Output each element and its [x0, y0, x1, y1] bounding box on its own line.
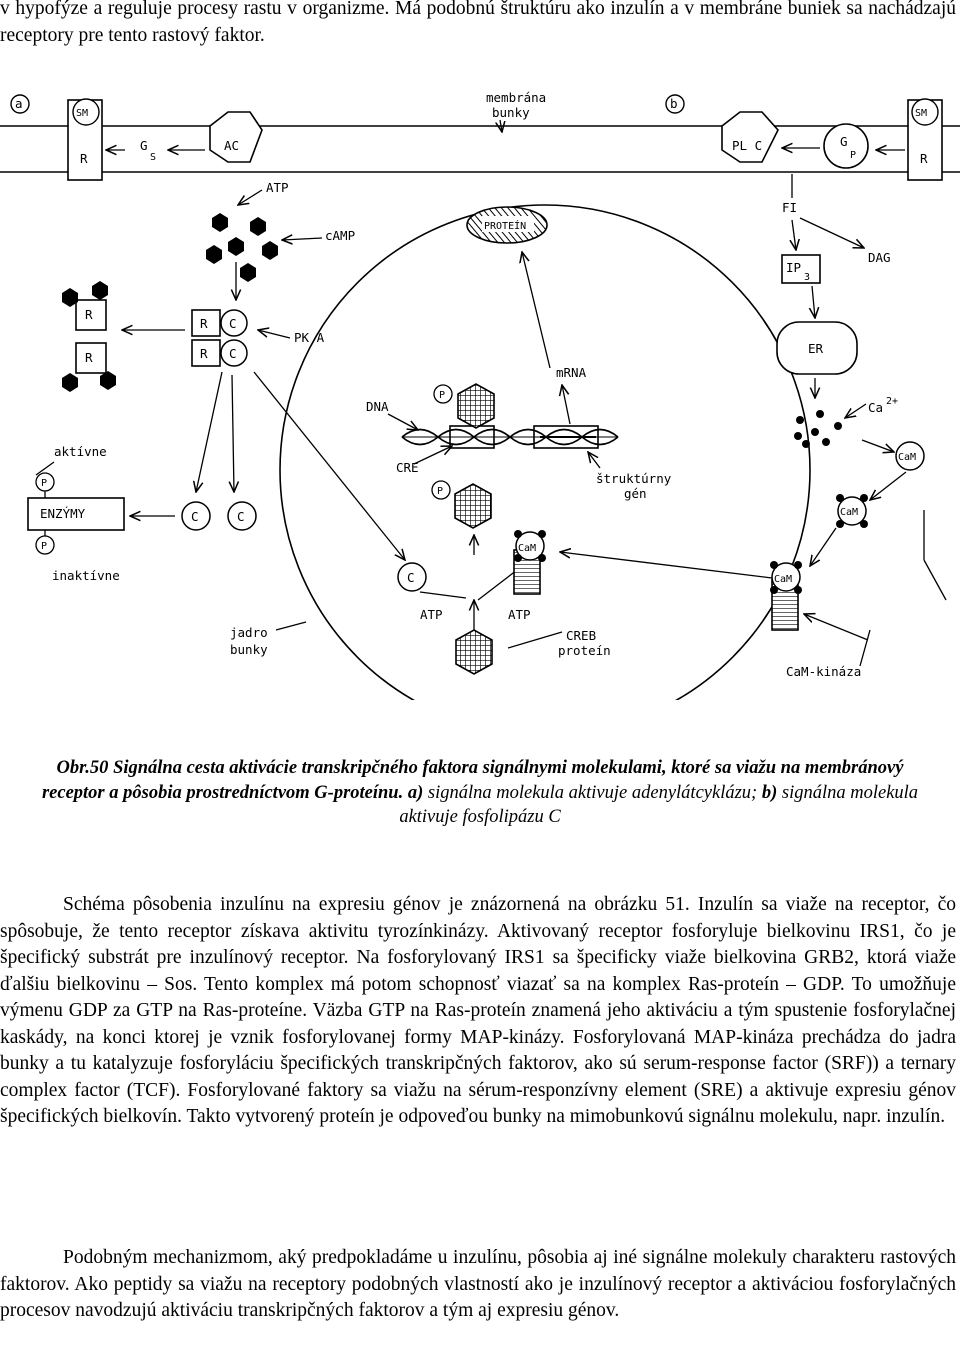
caption-b-label: b): [761, 782, 778, 803]
creb-phosphorylated: P: [431, 480, 492, 529]
svg-text:C: C: [191, 509, 199, 524]
svg-text:R: R: [85, 307, 93, 322]
svg-text:P: P: [439, 390, 445, 401]
svg-text:G: G: [840, 134, 848, 149]
catalytic-subunit-nucleus: C: [397, 562, 427, 592]
creb-protein-unphosphorylated: [455, 629, 493, 675]
label-b-circle: b: [665, 94, 685, 114]
figure-label: Obr.50: [56, 758, 109, 778]
dag-label: DAG: [868, 250, 891, 265]
structural-gene-label: štruktúrny: [596, 471, 672, 486]
svg-text:C: C: [229, 346, 237, 361]
inactive-label: inaktívne: [52, 568, 120, 583]
svg-text:R: R: [80, 151, 88, 166]
caption-a-text: signálna molekula aktivuje adenylátcyklá…: [423, 782, 762, 803]
svg-text:PL C: PL C: [732, 138, 762, 153]
signaling-pathway-diagram: a b SM R G S AC membrána bunky PL C G P …: [0, 90, 960, 700]
atp-label-right: ATP: [508, 607, 531, 622]
endoplasmic-reticulum: ER: [776, 321, 858, 375]
caption-a-label: a): [407, 782, 424, 803]
svg-text:C: C: [229, 316, 237, 331]
calcium-ions: [794, 410, 842, 448]
enzymes-block: P ENZÝMY P: [27, 472, 125, 555]
svg-text:S: S: [150, 152, 156, 163]
nucleus-label-2: bunky: [230, 642, 268, 657]
svg-text:2+: 2+: [886, 396, 898, 407]
svg-text:G: G: [140, 138, 148, 153]
ca-label: Ca: [868, 400, 883, 415]
svg-text:IP: IP: [786, 260, 801, 275]
svg-text:R: R: [85, 350, 93, 365]
caption-b-text: signálna molekula aktivuje fosfolipázu C: [399, 782, 919, 828]
camp-molecules: [206, 213, 278, 282]
g-protein-s: G S: [140, 138, 156, 163]
creb-protein-label: CREB: [566, 628, 596, 643]
structural-gene-label-2: gén: [624, 486, 647, 501]
pka-label: PK A: [294, 330, 325, 345]
svg-text:CaM: CaM: [774, 574, 792, 585]
svg-text:R: R: [200, 346, 208, 361]
g-protein-p: G P: [823, 123, 869, 169]
svg-text:b: b: [670, 96, 678, 111]
svg-text:ER: ER: [808, 341, 824, 356]
svg-text:R: R: [200, 316, 208, 331]
dna-helix: [401, 425, 619, 449]
phospholipase-c: PL C: [721, 111, 779, 163]
svg-text:AC: AC: [224, 138, 239, 153]
cre-label: CRE: [396, 460, 419, 475]
svg-text:3: 3: [804, 272, 810, 283]
adenylate-cyclase: AC: [209, 111, 263, 163]
body-paragraph-2: Podobným mechanizmom, aký predpokladáme …: [0, 1247, 956, 1321]
regulatory-subunit-2: R: [62, 342, 116, 392]
membrane-label: membrána: [486, 90, 546, 105]
creb-phosphorylated-on-dna: P: [433, 383, 495, 429]
figure-title: Signálna cesta aktivácie transkripčného …: [41, 758, 904, 803]
svg-text:CaM: CaM: [840, 507, 858, 518]
fi-label: FI: [782, 200, 797, 215]
svg-text:P: P: [437, 486, 443, 497]
svg-text:PROTEÍN: PROTEÍN: [484, 219, 526, 232]
svg-text:C: C: [237, 509, 245, 524]
creb-protein-label-2: proteín: [558, 643, 611, 658]
calmodulin: CaM: [895, 441, 925, 471]
svg-text:P: P: [850, 150, 856, 161]
pka-holoenzyme: R C R C: [191, 309, 248, 367]
cam-kinase-nucleus: CaM: [513, 530, 546, 595]
svg-text:P: P: [41, 478, 47, 489]
camp-label: cAMP: [325, 228, 355, 243]
receptor-left: SM R: [67, 98, 103, 181]
intro-paragraph: v hypofýze a reguluje procesy rastu v or…: [0, 0, 956, 46]
atp-label-left: ATP: [420, 607, 443, 622]
regulatory-subunit-1: R: [62, 281, 108, 331]
active-label: aktívne: [54, 444, 107, 459]
svg-text:ENZÝMY: ENZÝMY: [40, 506, 86, 521]
label-a-circle: a: [10, 94, 30, 114]
svg-text:C: C: [407, 570, 415, 585]
calmodulin-with-calcium: CaM: [836, 494, 868, 528]
receptor-right: SM R: [907, 98, 943, 181]
svg-text:R: R: [920, 151, 928, 166]
svg-text:SM: SM: [915, 108, 927, 119]
svg-text:CaM: CaM: [898, 452, 916, 463]
svg-text:P: P: [41, 541, 47, 552]
atp-label: ATP: [266, 180, 289, 195]
ip3-box: IP 3: [781, 254, 821, 284]
svg-text:a: a: [15, 96, 23, 111]
mrna-label: mRNA: [556, 365, 587, 380]
body-paragraph-1: Schéma pôsobenia inzulínu na expresiu gé…: [0, 894, 956, 1127]
nucleus-label: jadro: [230, 625, 268, 640]
svg-text:CaM: CaM: [518, 543, 536, 554]
svg-text:SM: SM: [76, 108, 88, 119]
membrane-label-2: bunky: [492, 105, 530, 120]
figure-caption: Obr.50 Signálna cesta aktivácie transkri…: [40, 756, 920, 830]
catalytic-subunits: C C: [181, 501, 257, 531]
dna-label: DNA: [366, 399, 389, 414]
cam-kinase-label: CaM-kináza: [786, 664, 861, 679]
protein-ellipse: PROTEÍN: [466, 206, 548, 244]
cam-kinase-cytoplasm: CaM: [770, 561, 802, 631]
